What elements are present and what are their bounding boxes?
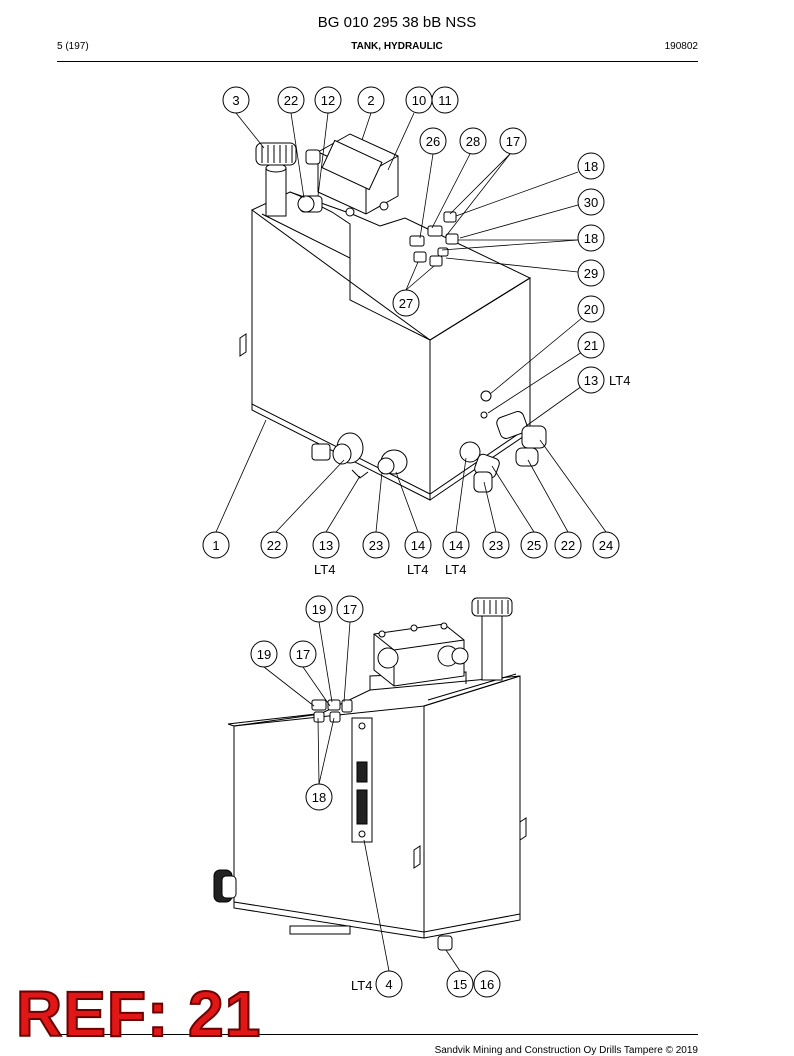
svg-text:13: 13 (319, 538, 333, 553)
callout-19a: 19 (305, 595, 333, 623)
document-title: BG 010 295 38 bB NSS (317, 14, 477, 31)
svg-text:18: 18 (584, 231, 598, 246)
svg-text:23: 23 (369, 538, 383, 553)
callout-27: 27 (392, 289, 420, 317)
callout-17: 17 (499, 127, 527, 155)
callout-10: 10 (405, 86, 433, 114)
callout-1: 1 (202, 531, 230, 559)
leader-lines-top (215, 112, 607, 533)
svg-text:30: 30 (584, 195, 598, 210)
lt-label: LT4 (407, 562, 428, 577)
svg-text:4: 4 (385, 977, 392, 992)
callout-30: 30 (577, 188, 605, 216)
svg-text:1: 1 (212, 538, 219, 553)
lt-label: LT4 (445, 562, 466, 577)
svg-text:15: 15 (453, 977, 467, 992)
header-rule (57, 61, 698, 62)
svg-text:17: 17 (506, 134, 520, 149)
callout-15: 15 (446, 970, 474, 998)
callout-23-b2: 23 (482, 531, 510, 559)
leader-lines-bottom (263, 621, 461, 972)
callout-25: 25 (520, 531, 548, 559)
callout-22: 22 (277, 86, 305, 114)
svg-text:19: 19 (312, 602, 326, 617)
callout-23-b1: 23 (362, 531, 390, 559)
svg-text:27: 27 (399, 296, 413, 311)
svg-text:19: 19 (257, 647, 271, 662)
callout-14-b2: 14 (442, 531, 470, 559)
callout-22-b1: 22 (260, 531, 288, 559)
svg-text:21: 21 (584, 338, 598, 353)
ref-stamp: REF: 21 (15, 978, 262, 1050)
svg-text:25: 25 (527, 538, 541, 553)
svg-text:24: 24 (599, 538, 613, 553)
footer-copyright: Sandvik Mining and Construction Oy Drill… (434, 1045, 698, 1056)
callout-28: 28 (459, 127, 487, 155)
callout-21: 21 (577, 331, 605, 359)
svg-text:26: 26 (426, 134, 440, 149)
callout-26: 26 (419, 127, 447, 155)
svg-text:18: 18 (584, 159, 598, 174)
svg-text:11: 11 (438, 93, 452, 108)
lt-label: LT4 (351, 978, 372, 993)
svg-text:3: 3 (232, 93, 239, 108)
page-number: 5 (197) (57, 41, 89, 52)
svg-text:20: 20 (584, 302, 598, 317)
svg-text:18: 18 (312, 790, 326, 805)
svg-text:16: 16 (480, 977, 494, 992)
callouts-top: 3 22 12 2 10 11 26 28 17 18 30 18 29 27 … (202, 86, 620, 559)
svg-text:17: 17 (343, 602, 357, 617)
callout-17b: 17 (289, 640, 317, 668)
lt-labels-top: LT4 LT4 LT4 LT4 (314, 373, 630, 577)
top-fittings (409, 211, 459, 267)
callout-18: 18 (305, 783, 333, 811)
date-code: 190802 (664, 41, 698, 52)
callout-2: 2 (357, 86, 385, 114)
callout-24: 24 (592, 531, 620, 559)
svg-text:23: 23 (489, 538, 503, 553)
callout-18b: 18 (577, 224, 605, 252)
tank-top-view (239, 133, 547, 501)
svg-text:14: 14 (411, 538, 425, 553)
svg-text:22: 22 (267, 538, 281, 553)
svg-text:28: 28 (466, 134, 480, 149)
callout-17a: 17 (336, 595, 364, 623)
callout-13-b: 13 (312, 531, 340, 559)
callout-20: 20 (577, 295, 605, 323)
callout-22-b2: 22 (554, 531, 582, 559)
callout-11: 11 (431, 86, 459, 114)
svg-text:17: 17 (296, 647, 310, 662)
callout-3: 3 (222, 86, 250, 114)
svg-text:2: 2 (367, 93, 374, 108)
footer-rule (57, 1034, 698, 1035)
callout-4: 4 (375, 970, 403, 998)
svg-text:12: 12 (321, 93, 335, 108)
callout-14-b1: 14 (404, 531, 432, 559)
svg-text:10: 10 (412, 93, 426, 108)
section-title: TANK, HYDRAULIC (351, 41, 443, 52)
callouts-bottom: 19 17 19 17 18 4 15 16 (250, 595, 501, 998)
svg-text:22: 22 (561, 538, 575, 553)
svg-text:13: 13 (584, 373, 598, 388)
callout-16: 16 (473, 970, 501, 998)
callout-19b: 19 (250, 640, 278, 668)
callout-12: 12 (314, 86, 342, 114)
svg-text:29: 29 (584, 266, 598, 281)
callout-18a: 18 (577, 152, 605, 180)
callout-29: 29 (577, 259, 605, 287)
callout-13-right: 13 (577, 366, 605, 394)
lt-label: LT4 (609, 373, 630, 388)
svg-text:14: 14 (449, 538, 463, 553)
lt-label: LT4 (314, 562, 335, 577)
svg-text:22: 22 (284, 93, 298, 108)
tank-bottom-view (213, 597, 527, 951)
